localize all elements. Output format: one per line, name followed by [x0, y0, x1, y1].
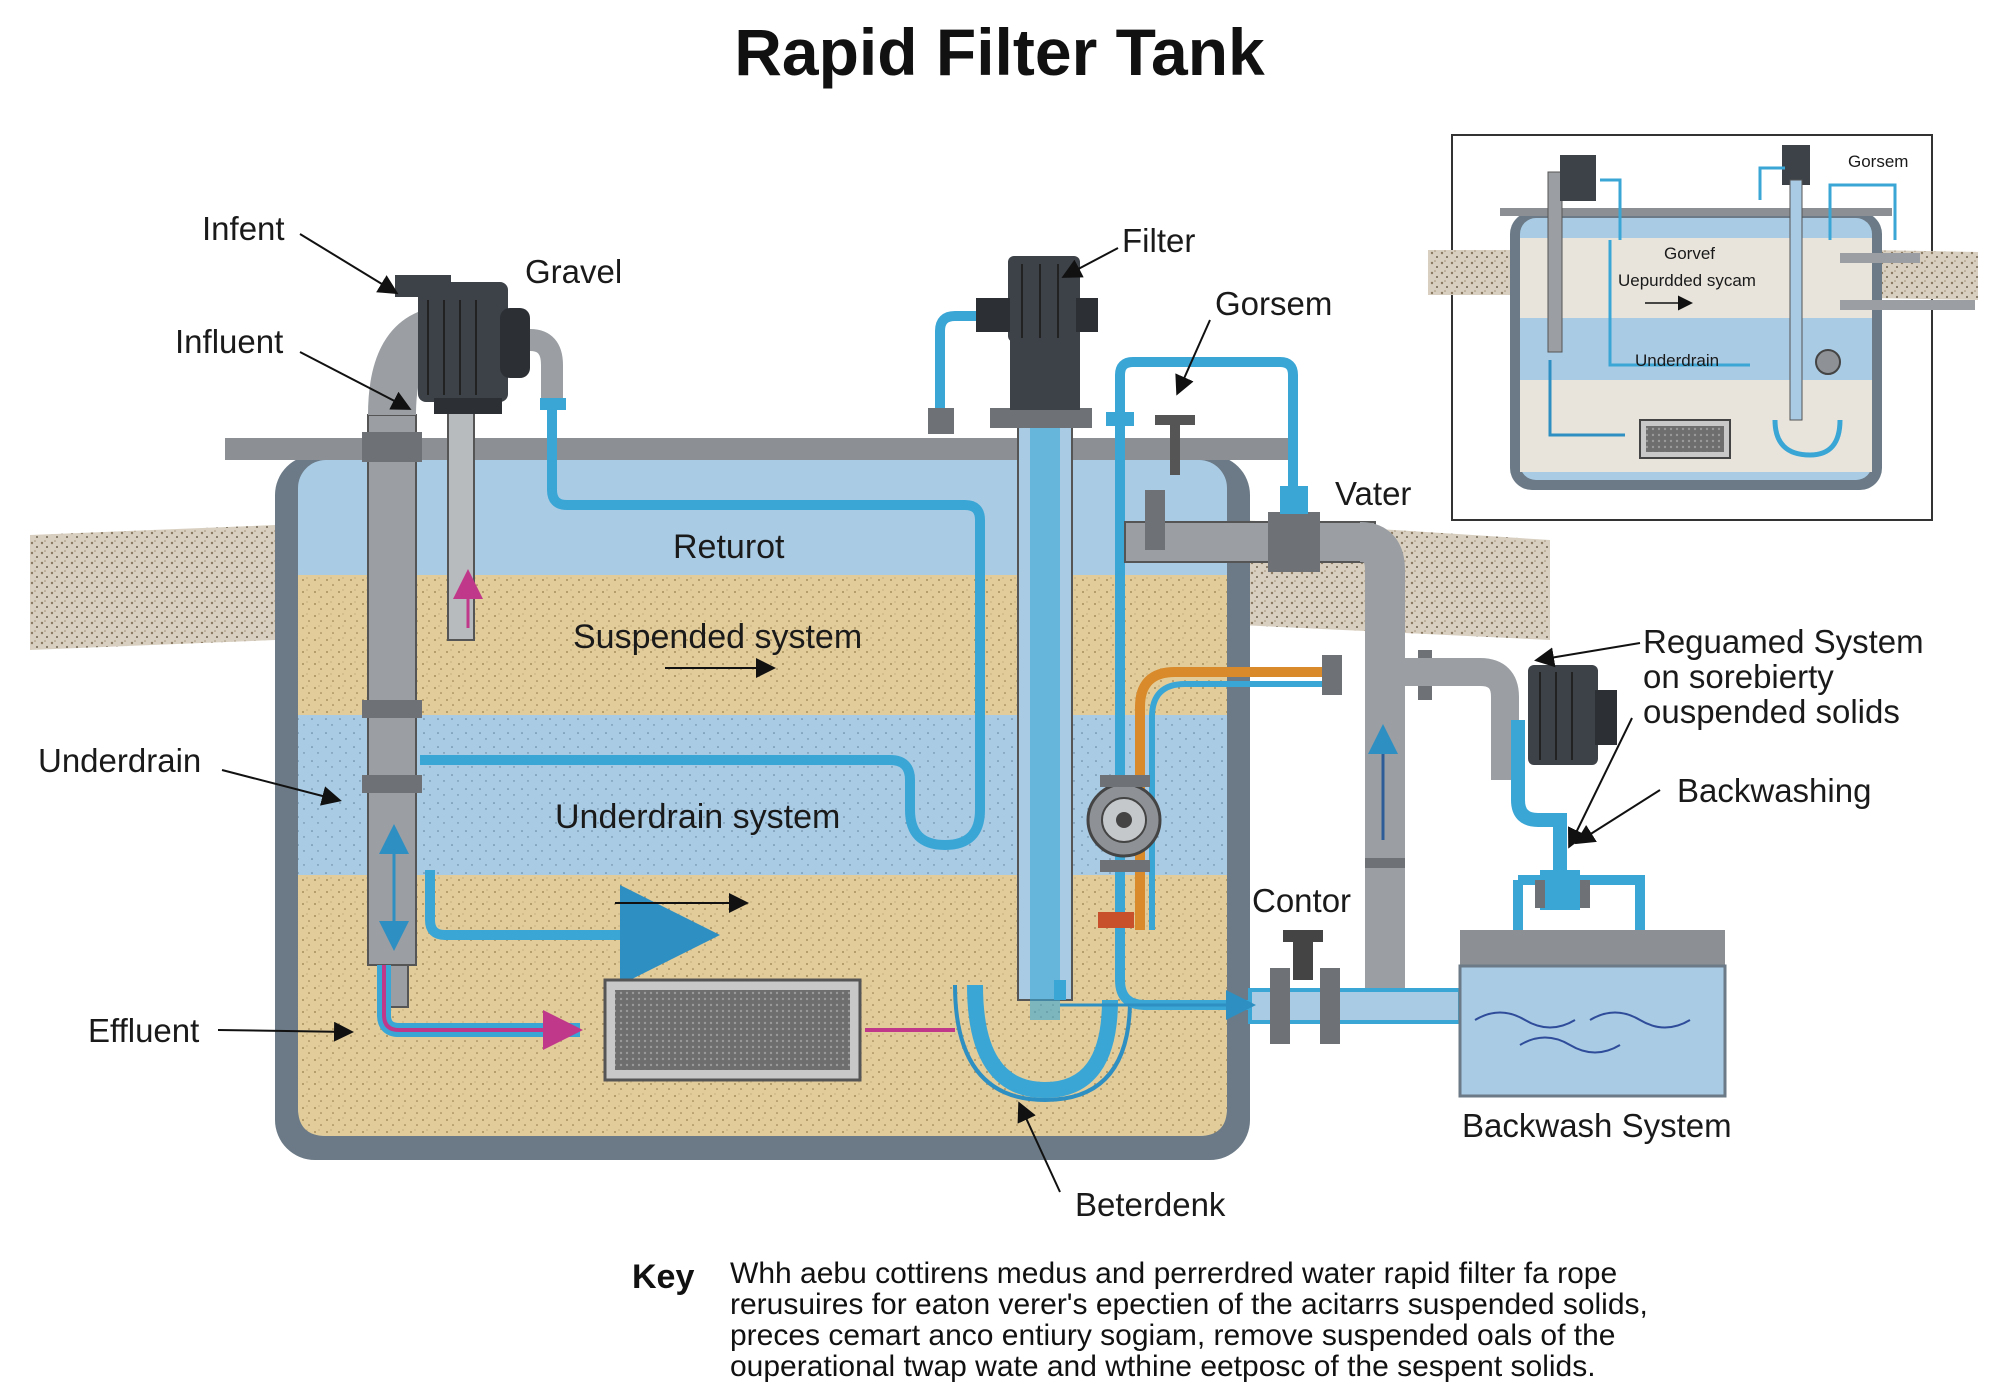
- label-reguamed-3: ouspended solids: [1643, 693, 1900, 730]
- inset-diagram: Gorsem Gorvef Uepurdded sycam Underdrain: [1428, 134, 1978, 521]
- label-gorsem: Gorsem: [1215, 285, 1332, 322]
- flow-arrows: [615, 658, 1256, 1020]
- label-reguamed-2: on sorebierty: [1643, 658, 1834, 695]
- effluent-line: [377, 965, 955, 1082]
- leader-lines: [217, 233, 1661, 1193]
- key-line: ouperational twap wate and wthine eetpos…: [730, 1350, 1596, 1383]
- backwash-tank-lid: [1460, 930, 1725, 966]
- key-line: rerusuires for eaton verer's epectien of…: [730, 1288, 1648, 1321]
- backwash-unit: [1458, 665, 1727, 1098]
- labels: Infent Gravel Influent Filter Gorsem Vat…: [38, 210, 1924, 1223]
- label-effluent: Effluent: [88, 1012, 199, 1049]
- key-line: Whh aebu cottirens medus and perrerdred …: [730, 1257, 1618, 1290]
- influent-pipes: [362, 275, 563, 1008]
- key-title: Key: [632, 1258, 695, 1296]
- inset-label-gorsem: Gorsem: [1848, 152, 1908, 171]
- label-beterdenk: Beterdenk: [1075, 1186, 1226, 1223]
- return-pipe: [420, 398, 985, 985]
- inset-label-gorvef: Gorvef: [1664, 244, 1715, 263]
- key-text: Whh aebu cottirens medus and perrerdred …: [730, 1258, 1730, 1382]
- page-title: Rapid Filter Tank: [734, 15, 1265, 89]
- label-influent: Influent: [175, 323, 283, 360]
- underdrain-layer: [298, 715, 1227, 875]
- label-underdrain-system: Underdrain system: [555, 798, 840, 836]
- label-gravel: Gravel: [525, 253, 622, 290]
- label-reguamed-1: Reguamed System: [1643, 623, 1924, 660]
- filter-column: [928, 256, 1132, 1103]
- label-backwashing: Backwashing: [1677, 772, 1871, 809]
- label-infent: Infent: [202, 210, 285, 247]
- label-returot: Returot: [673, 528, 785, 566]
- label-contor: Contor: [1252, 882, 1351, 919]
- label-suspended-system: Suspended system: [573, 618, 862, 656]
- label-backwash-system: Backwash System: [1462, 1107, 1732, 1144]
- label-filter: Filter: [1122, 222, 1195, 259]
- inset-label-suspended: Uepurdded sycam: [1618, 271, 1756, 290]
- label-vater: Vater: [1335, 475, 1411, 512]
- label-underdrain: Underdrain: [38, 742, 201, 779]
- inset-label-underdrain: Underdrain: [1635, 351, 1719, 370]
- backwash-tank: [1458, 964, 1727, 1098]
- key-line: preces cemart anco entiury sogiam, remov…: [730, 1319, 1616, 1352]
